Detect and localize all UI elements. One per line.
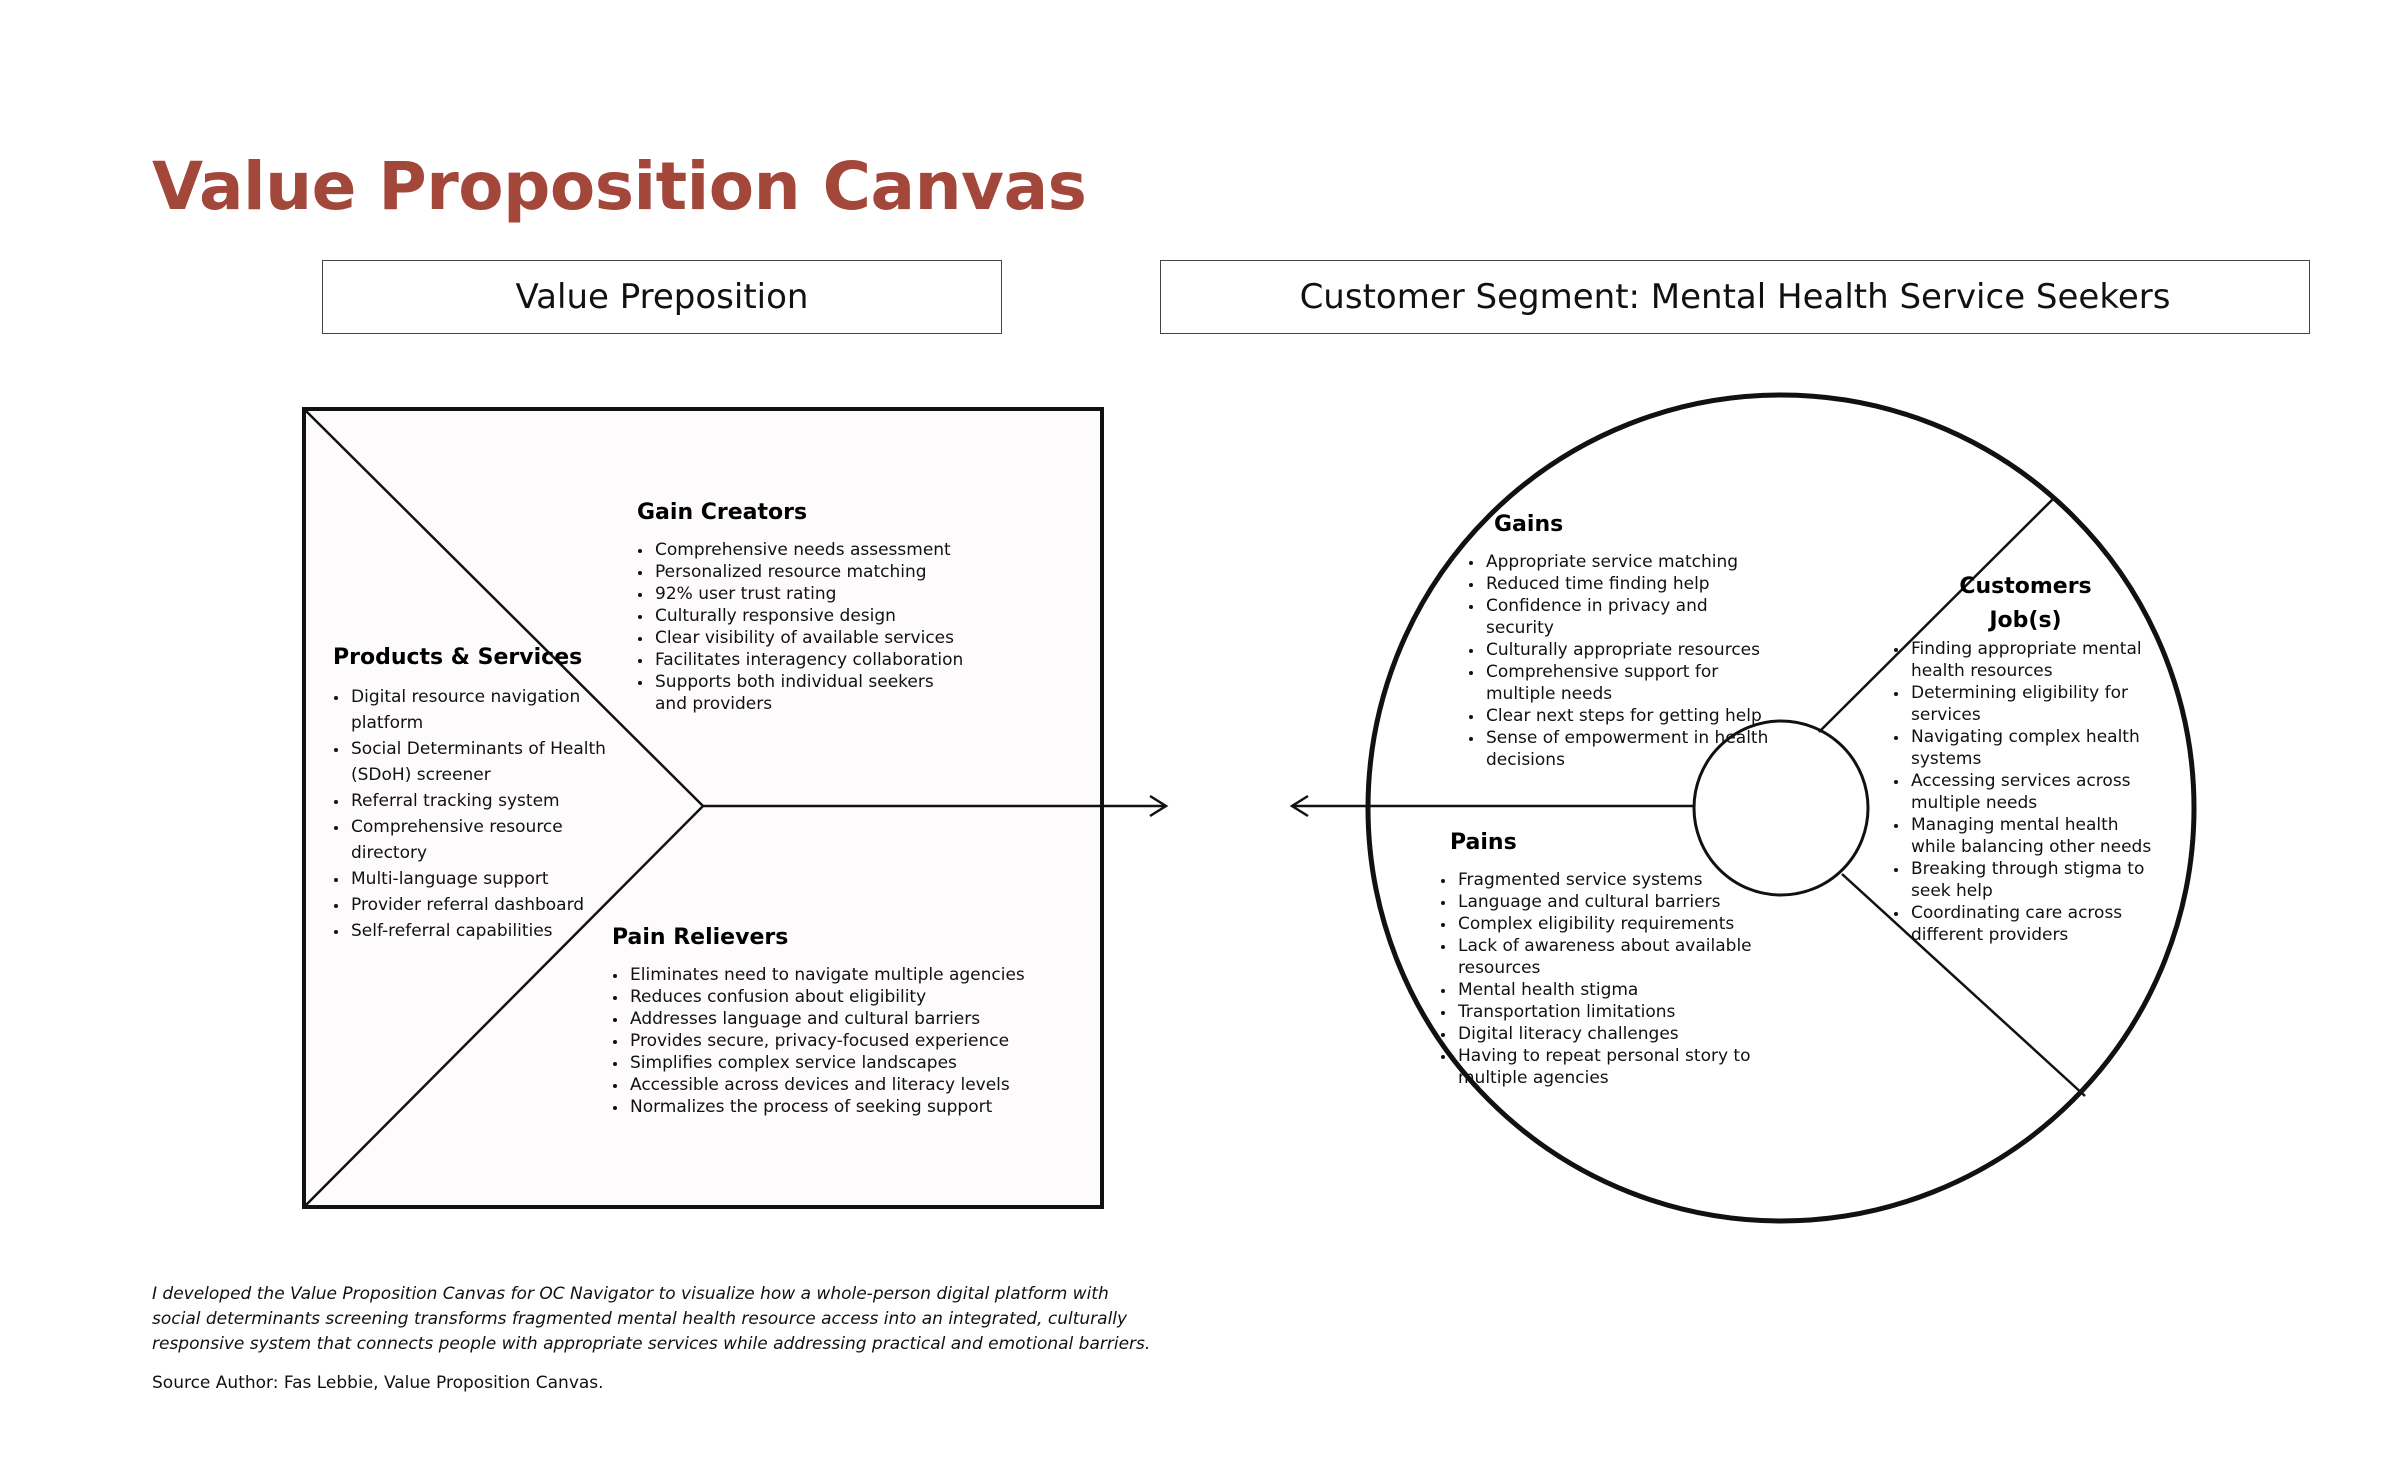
customer-jobs-title-line1: Customers [1959, 574, 2092, 599]
square-divider-lower [303, 805, 704, 1208]
list-item: Confidence in privacy and security [1484, 595, 1778, 639]
list-item: Referral tracking system [349, 788, 613, 814]
list-item: Accessible across devices and literacy l… [628, 1074, 1042, 1096]
customer-jobs-section: Customers Job(s) Finding appropriate men… [1893, 570, 2158, 946]
list-item: Mental health stigma [1456, 979, 1770, 1001]
list-item: Fragmented service systems [1456, 869, 1770, 891]
list-item: Digital literacy challenges [1456, 1023, 1770, 1045]
pain-relievers-title: Pain Relievers [612, 925, 789, 950]
customer-profile-center [1692, 719, 1870, 897]
circle-divider-lower [1841, 873, 2086, 1097]
customer-segment-header: Customer Segment: Mental Health Service … [1160, 260, 2310, 334]
caption-text: I developed the Value Proposition Canvas… [152, 1284, 1151, 1354]
customer-jobs-title: Customers Job(s) [1893, 570, 2158, 638]
gain-creators-section: Gain Creators Comprehensive needs assess… [637, 500, 967, 715]
list-item: Accessing services across multiple needs [1909, 770, 2158, 814]
value-proposition-header: Value Preposition [322, 260, 1002, 334]
list-item: Comprehensive support for multiple needs [1484, 661, 1778, 705]
source-credit: Source Author: Fas Lebbie, Value Proposi… [152, 1373, 604, 1393]
list-item: Culturally appropriate resources [1484, 639, 1778, 661]
list-item: Clear next steps for getting help [1484, 705, 1778, 727]
list-item: Provides secure, privacy-focused experie… [628, 1030, 1042, 1052]
customer-jobs-title-line2: Job(s) [1989, 608, 2062, 633]
list-item: Self-referral capabilities [349, 918, 613, 944]
list-item: Culturally responsive design [653, 605, 967, 627]
gain-creators-title: Gain Creators [637, 500, 808, 525]
list-item: Complex eligibility requirements [1456, 913, 1770, 935]
list-item: Facilitates interagency collaboration [653, 649, 967, 671]
list-item: Determining eligibility for services [1909, 682, 2158, 726]
list-item: Sense of empowerment in health decisions [1484, 727, 1778, 771]
list-item: Comprehensive resource directory [349, 814, 613, 866]
gains-section: Gains Appropriate service matching Reduc… [1468, 512, 1778, 771]
list-item: Digital resource navigation platform [349, 684, 613, 736]
fit-arrowhead-right [1149, 794, 1169, 818]
fit-arrowhead-left [1289, 794, 1309, 818]
products-services-section: Products & Services Digital resource nav… [333, 645, 613, 944]
list-item: Finding appropriate mental health resour… [1909, 638, 2158, 682]
list-item: Reduces confusion about eligibility [628, 986, 1042, 1008]
list-item: Personalized resource matching [653, 561, 967, 583]
list-item: Transportation limitations [1456, 1001, 1770, 1023]
list-item: Normalizes the process of seeking suppor… [628, 1096, 1042, 1118]
list-item: Coordinating care across different provi… [1909, 902, 2158, 946]
list-item: Lack of awareness about available resour… [1456, 935, 1770, 979]
list-item: Simplifies complex service landscapes [628, 1052, 1042, 1074]
page-title: Value Proposition Canvas [152, 148, 1087, 225]
list-item: Having to repeat personal story to multi… [1456, 1045, 1770, 1089]
circle-divider-upper [1818, 497, 2055, 733]
list-item: Multi-language support [349, 866, 613, 892]
list-item: Social Determinants of Health (SDoH) scr… [349, 736, 613, 788]
list-item: Comprehensive needs assessment [653, 539, 967, 561]
list-item: Reduced time finding help [1484, 573, 1778, 595]
list-item: Managing mental health while balancing o… [1909, 814, 2158, 858]
list-item: Eliminates need to navigate multiple age… [628, 964, 1042, 986]
pains-list: Fragmented service systems Language and … [1440, 869, 1770, 1089]
list-item: Language and cultural barriers [1456, 891, 1770, 913]
list-item: Supports both individual seekers and pro… [653, 671, 967, 715]
pain-relievers-section: Pain Relievers Eliminates need to naviga… [612, 925, 1042, 1118]
gain-creators-list: Comprehensive needs assessment Personali… [637, 539, 967, 715]
list-item: Breaking through stigma to seek help [1909, 858, 2158, 902]
customer-jobs-list: Finding appropriate mental health resour… [1893, 638, 2158, 946]
products-services-title: Products & Services [333, 645, 583, 670]
products-services-list: Digital resource navigation platform Soc… [333, 684, 613, 944]
pain-relievers-list: Eliminates need to navigate multiple age… [612, 964, 1042, 1118]
list-item: Clear visibility of available services [653, 627, 967, 649]
list-item: Addresses language and cultural barriers [628, 1008, 1042, 1030]
list-item: Appropriate service matching [1484, 551, 1778, 573]
gains-title: Gains [1494, 512, 1564, 537]
list-item: Navigating complex health systems [1909, 726, 2158, 770]
gains-list: Appropriate service matching Reduced tim… [1468, 551, 1778, 771]
square-divider-upper [303, 408, 704, 807]
pains-section: Pains Fragmented service systems Languag… [1440, 830, 1770, 1089]
list-item: Provider referral dashboard [349, 892, 613, 918]
pains-title: Pains [1450, 830, 1517, 855]
list-item: 92% user trust rating [653, 583, 967, 605]
